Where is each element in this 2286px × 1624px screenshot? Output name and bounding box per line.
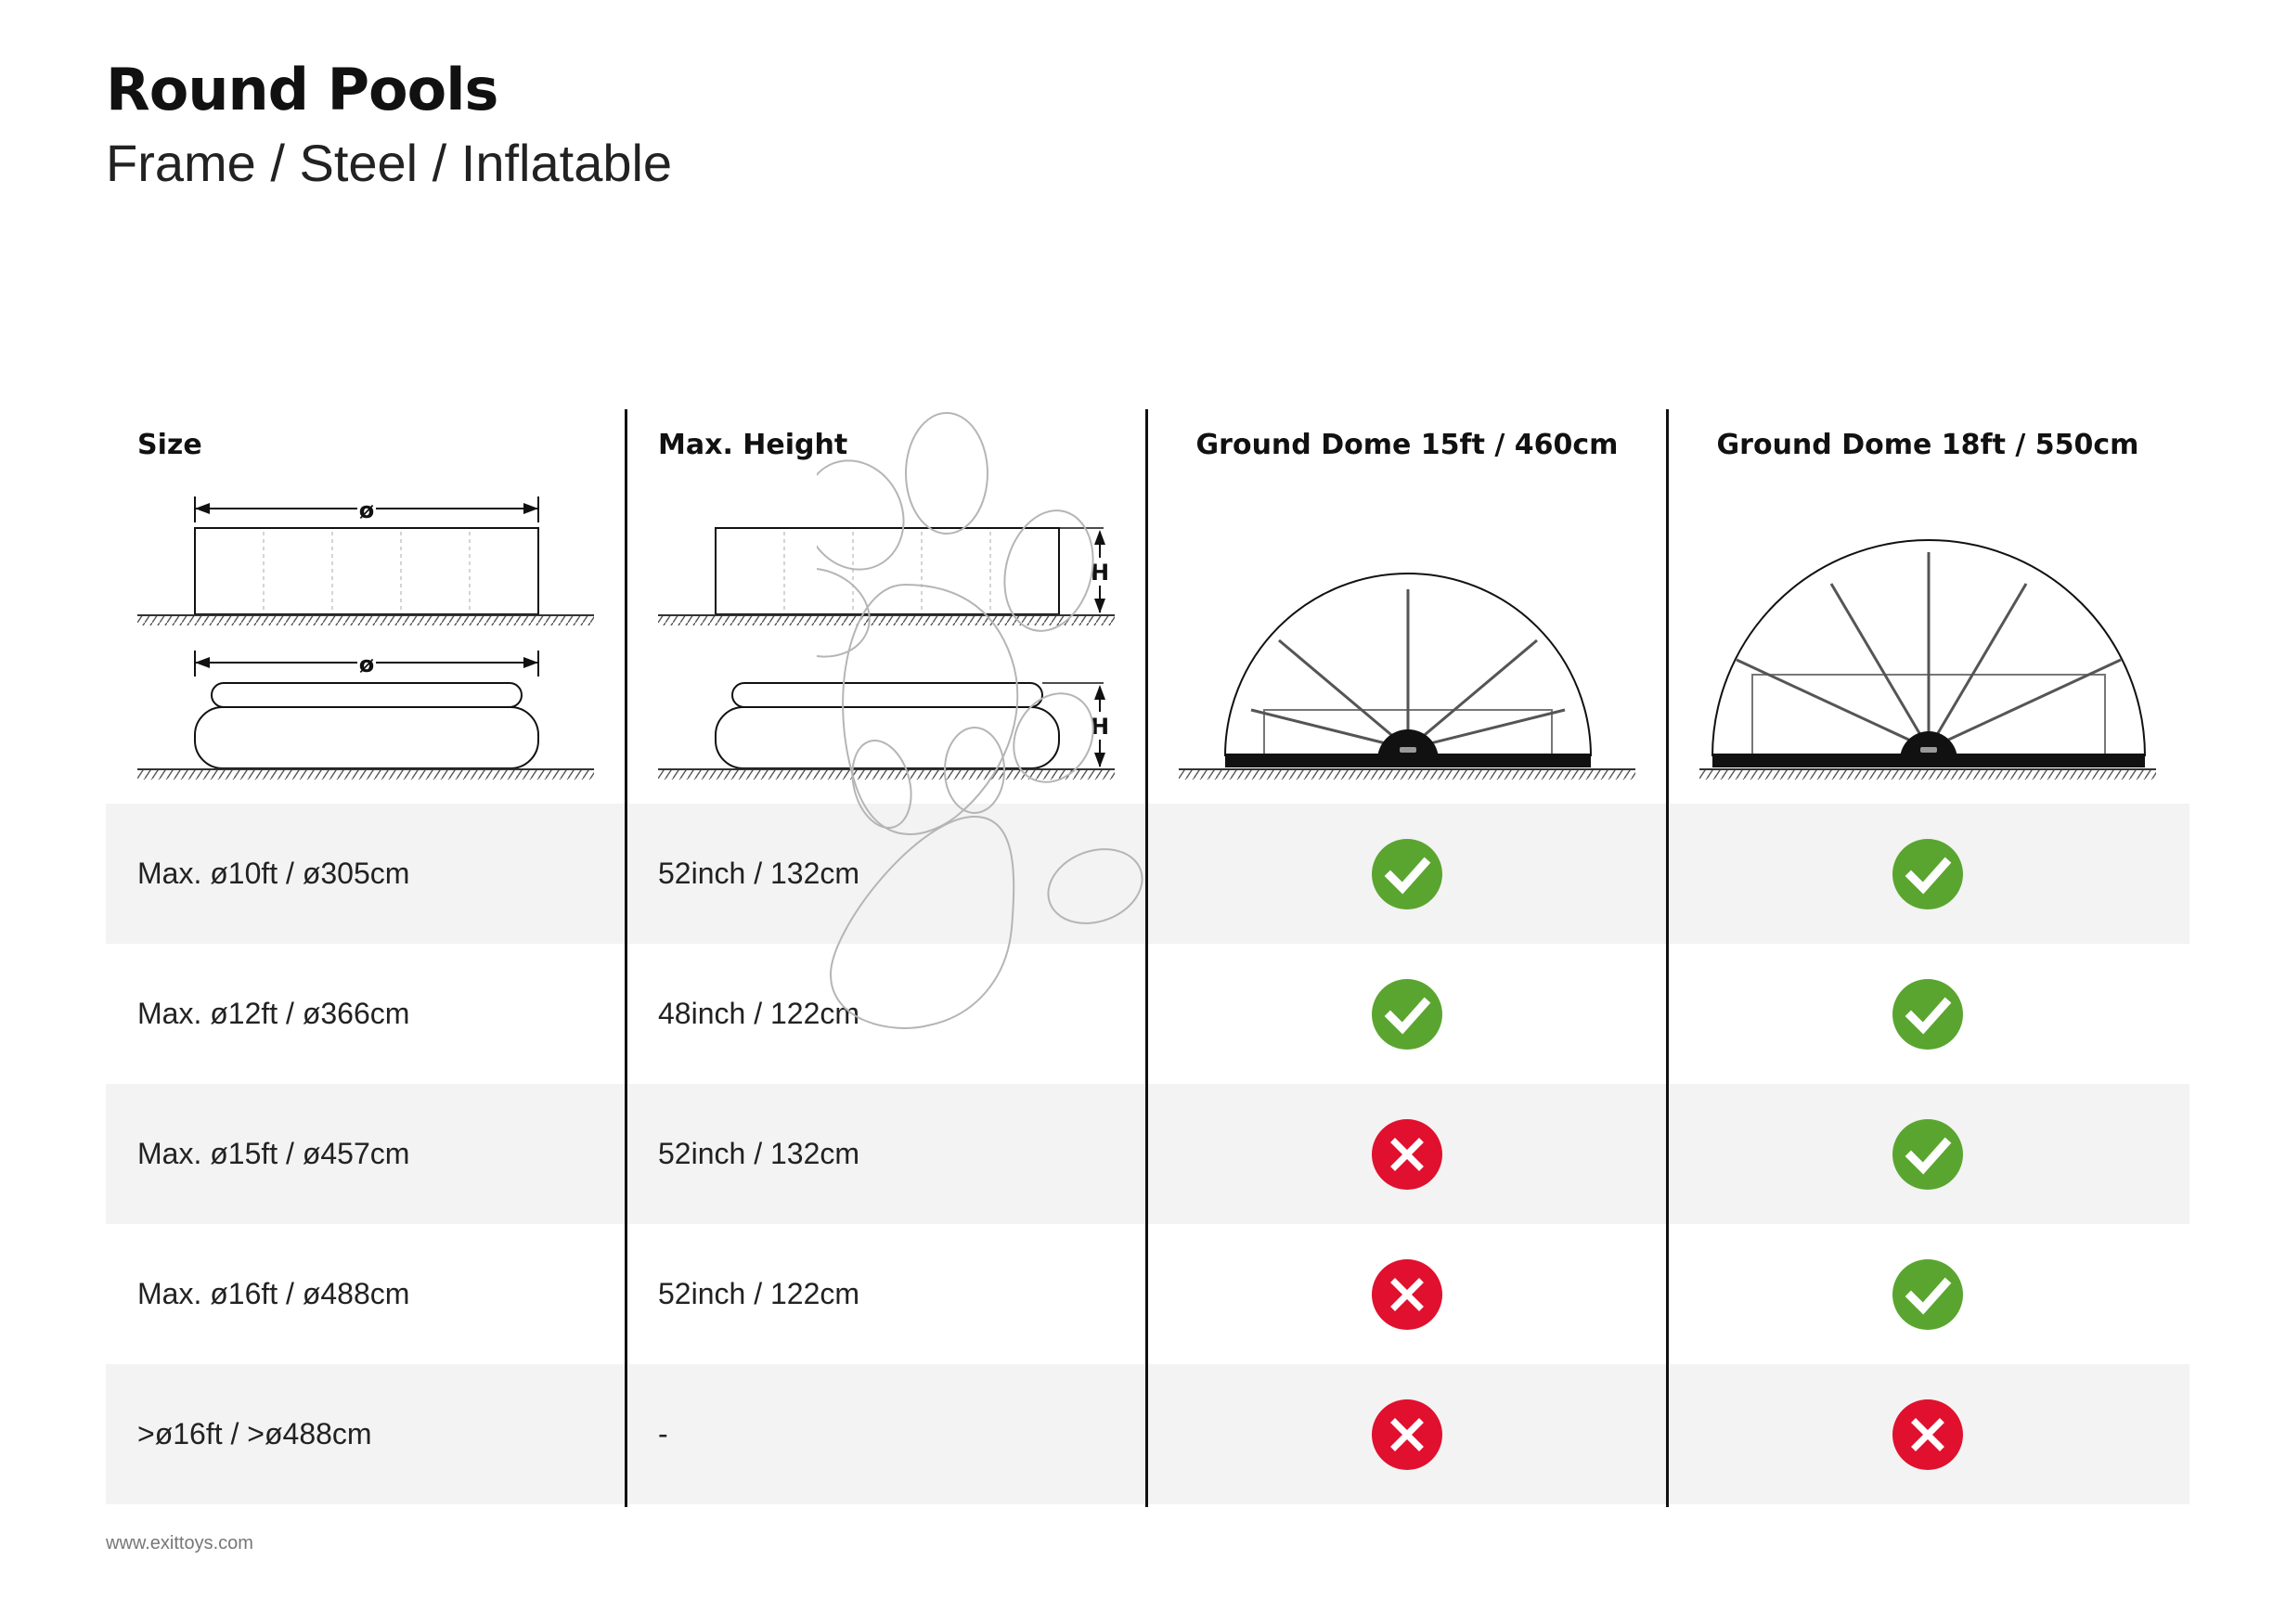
height-cell: 52inch / 132cm xyxy=(658,857,860,890)
dome18-status xyxy=(1891,1398,1965,1472)
diameter-symbol: ø xyxy=(359,497,375,523)
size-cell: Max. ø10ft / ø305cm xyxy=(137,857,410,890)
height-cell: - xyxy=(658,1417,668,1450)
diameter-symbol: ø xyxy=(359,651,375,677)
cross-icon xyxy=(1372,1399,1442,1470)
dome18-status xyxy=(1891,1257,1965,1332)
cross-icon xyxy=(1892,1399,1963,1470)
check-icon xyxy=(1892,1259,1963,1330)
check-icon xyxy=(1372,839,1442,909)
dome15-status xyxy=(1370,837,1444,911)
column-header-size: Size xyxy=(137,429,202,461)
size-cell: Max. ø12ft / ø366cm xyxy=(137,997,410,1030)
page-subtitle: Frame / Steel / Inflatable xyxy=(106,134,673,192)
column-divider xyxy=(1666,409,1669,1507)
cross-icon xyxy=(1372,1259,1442,1330)
size-cell: >ø16ft / >ø488cm xyxy=(137,1417,372,1450)
dome15-status xyxy=(1370,1398,1444,1472)
height-cell: 52inch / 132cm xyxy=(658,1137,860,1170)
column-header-ground-dome-15ft: Ground Dome 15ft / 460cm xyxy=(1195,429,1619,461)
dome15-status xyxy=(1370,977,1444,1051)
check-icon xyxy=(1372,979,1442,1050)
cross-icon xyxy=(1372,1119,1442,1190)
check-icon xyxy=(1892,979,1963,1050)
ground-dome-15ft-diagram xyxy=(1179,573,1635,780)
height-symbol: H xyxy=(1091,560,1109,586)
dome18-status xyxy=(1891,977,1965,1051)
pool-height-diagram: H H xyxy=(658,527,1115,780)
size-cell: Max. ø16ft / ø488cm xyxy=(137,1277,410,1310)
dome18-status xyxy=(1891,1117,1965,1192)
height-symbol: H xyxy=(1091,714,1109,740)
frame-pool-diameter-drawing: ø xyxy=(137,495,594,625)
check-icon xyxy=(1892,1119,1963,1190)
dome15-status xyxy=(1370,1257,1444,1332)
footer-url: www.exittoys.com xyxy=(106,1533,253,1553)
inflatable-pool-diameter-drawing: ø xyxy=(137,649,594,780)
column-divider xyxy=(1145,409,1148,1507)
ground-dome-18ft-diagram xyxy=(1699,539,2156,780)
column-header-ground-dome-18ft: Ground Dome 18ft / 550cm xyxy=(1716,429,2139,461)
page-title: Round Pools xyxy=(106,56,498,123)
pool-diameter-diagram: ø ø xyxy=(137,495,594,780)
dome15-status xyxy=(1370,1117,1444,1192)
check-icon xyxy=(1892,839,1963,909)
column-divider xyxy=(625,409,627,1507)
height-cell: 48inch / 122cm xyxy=(658,997,860,1030)
dome18-status xyxy=(1891,837,1965,911)
column-header-max-height: Max. Height xyxy=(658,429,848,461)
size-cell: Max. ø15ft / ø457cm xyxy=(137,1137,410,1170)
inflatable-pool-height-drawing: H xyxy=(658,682,1115,780)
frame-pool-height-drawing: H xyxy=(658,527,1115,625)
height-cell: 52inch / 122cm xyxy=(658,1277,860,1310)
